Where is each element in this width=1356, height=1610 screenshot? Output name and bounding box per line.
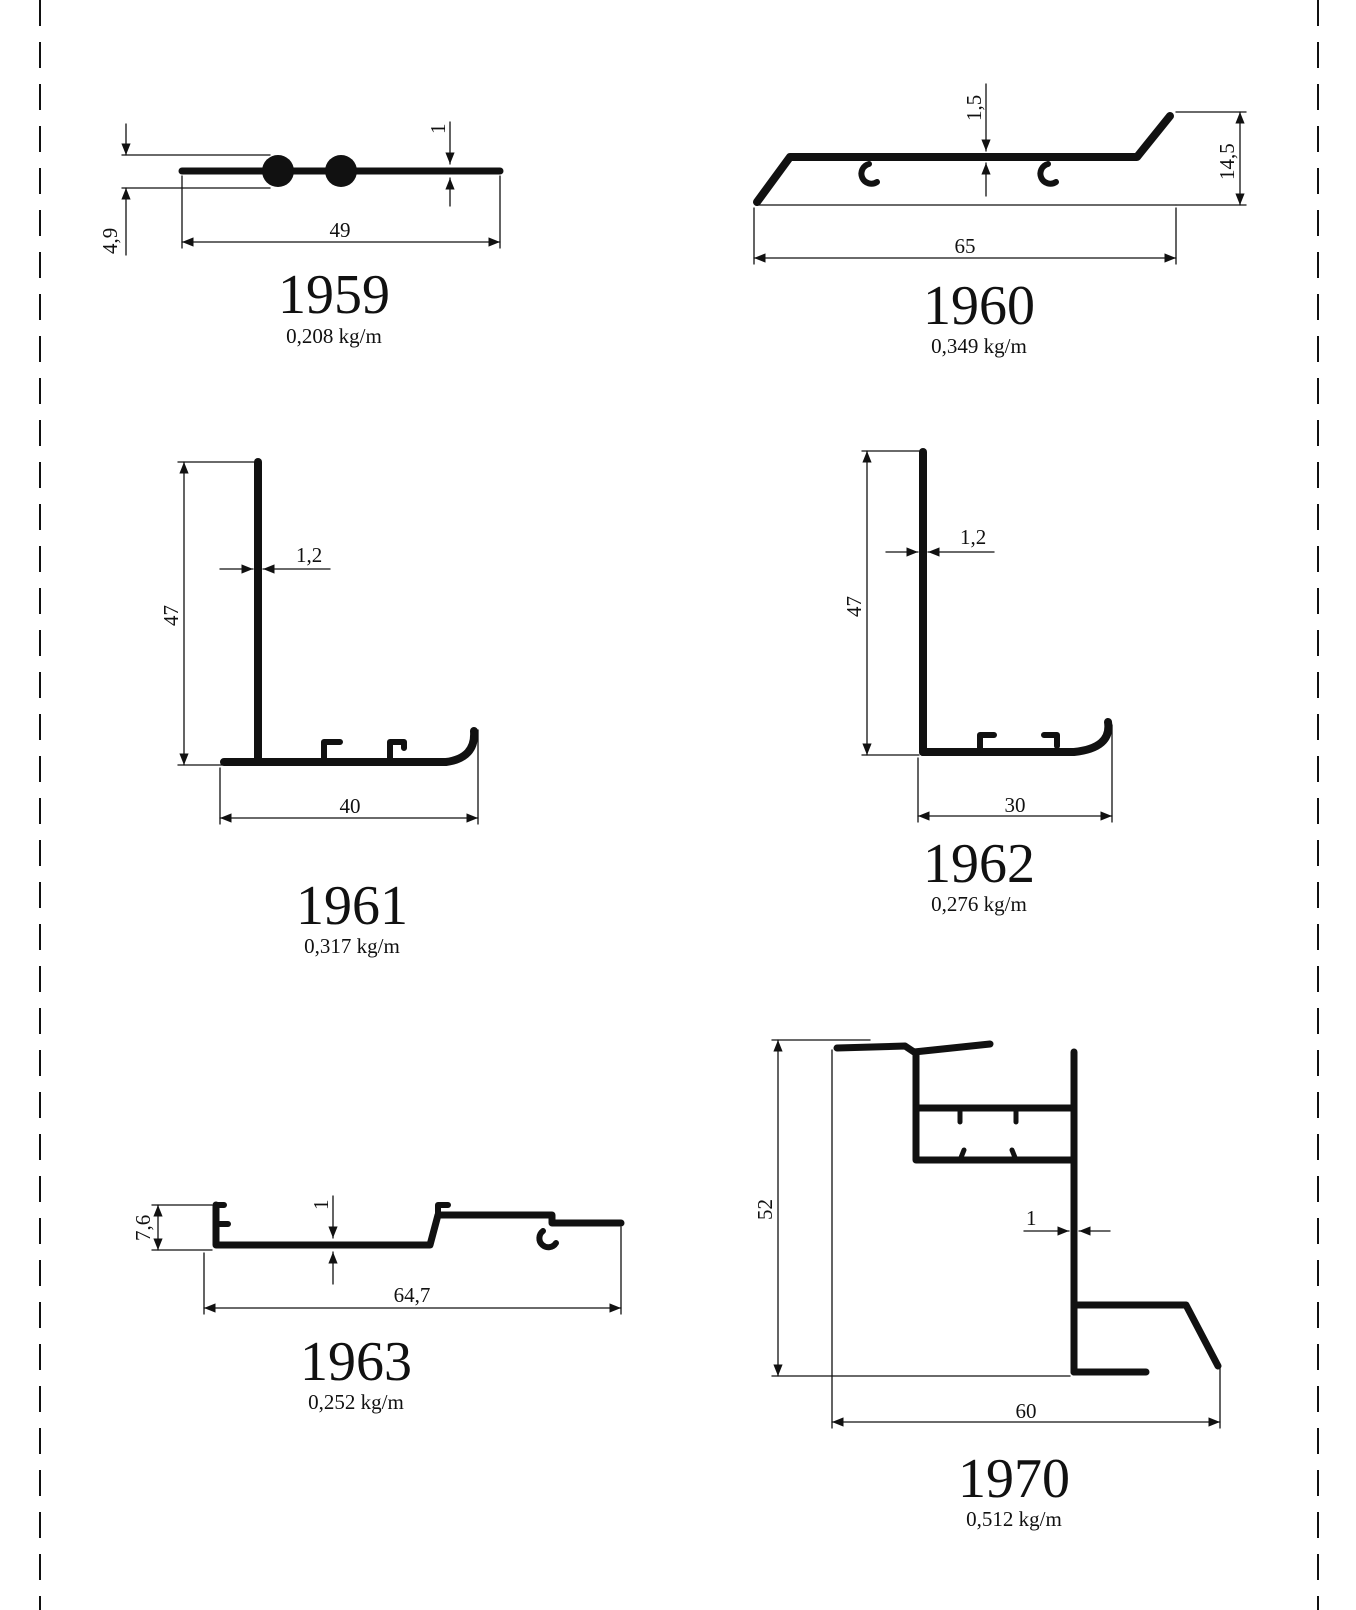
profile-1959-thickness-label: 1 [426, 124, 450, 135]
profile-1962-code: 1962 [923, 833, 1035, 895]
profile-1963-code: 1963 [300, 1331, 412, 1393]
profile-1970-length-label: 60 [1016, 1399, 1037, 1423]
profile-1963-drawing [212, 1201, 625, 1251]
profile-1960-dimensions [753, 83, 1247, 265]
profile-1960-height-label: 14,5 [1215, 143, 1239, 180]
profile-1959-weight: 0,208 kg/m [286, 324, 382, 348]
profile-1970-drawing [833, 1040, 1222, 1376]
profile-1961-length-label: 40 [340, 794, 361, 818]
profile-1963-length-label: 64,7 [394, 1283, 431, 1307]
profile-1970-height-label: 52 [753, 1199, 777, 1220]
profile-1961-weight: 0,317 kg/m [304, 934, 400, 958]
profile-1960: 1,5 14,5 65 1960 0,349 kg/m [753, 83, 1247, 358]
profile-1962: 47 1,2 30 1962 0,276 kg/m [842, 448, 1113, 916]
profile-1961-thickness-label: 1,2 [296, 543, 322, 567]
profile-1961: 47 1,2 40 1961 0,317 kg/m [159, 458, 479, 958]
profile-1960-weight: 0,349 kg/m [931, 334, 1027, 358]
profile-1959-drawing [178, 155, 504, 187]
profile-1970-weight: 0,512 kg/m [966, 1507, 1062, 1531]
profile-1970: 52 1 60 1970 0,512 kg/m [753, 1039, 1222, 1531]
profile-1962-height-label: 47 [842, 596, 866, 617]
profile-1970-dimensions [771, 1039, 1221, 1429]
profile-1961-dimensions [177, 461, 479, 825]
profile-1959: 4,9 1 49 1959 0,208 kg/m [98, 121, 504, 348]
profile-1960-length-label: 65 [955, 234, 976, 258]
profile-1963-weight: 0,252 kg/m [308, 1390, 404, 1414]
profile-1963-dimensions [151, 1195, 622, 1315]
profile-1962-thickness-label: 1,2 [960, 525, 986, 549]
profile-1959-height-label: 4,9 [98, 228, 122, 254]
profile-1970-thickness-label: 1 [1026, 1206, 1037, 1230]
profile-1963: 7,6 1 64,7 1963 0,252 kg/m [131, 1195, 625, 1414]
profile-1960-thickness-label: 1,5 [962, 95, 986, 121]
profile-1960-drawing [753, 112, 1174, 206]
profile-1959-dimensions [121, 121, 501, 256]
profile-1961-drawing [220, 458, 479, 766]
profile-1963-thickness-label: 1 [309, 1200, 333, 1211]
profile-1961-height-label: 47 [159, 605, 183, 626]
profile-1962-dimensions [861, 450, 1113, 823]
profile-1962-length-label: 30 [1005, 793, 1026, 817]
profile-1962-weight: 0,276 kg/m [931, 892, 1027, 916]
profile-1963-height-label: 7,6 [131, 1215, 155, 1241]
profile-1959-length-label: 49 [330, 218, 351, 242]
profile-1970-code: 1970 [958, 1448, 1070, 1510]
profile-1961-code: 1961 [296, 875, 408, 937]
profile-1960-code: 1960 [923, 275, 1035, 337]
profile-1962-drawing [919, 448, 1113, 756]
profile-1959-code: 1959 [278, 264, 390, 326]
